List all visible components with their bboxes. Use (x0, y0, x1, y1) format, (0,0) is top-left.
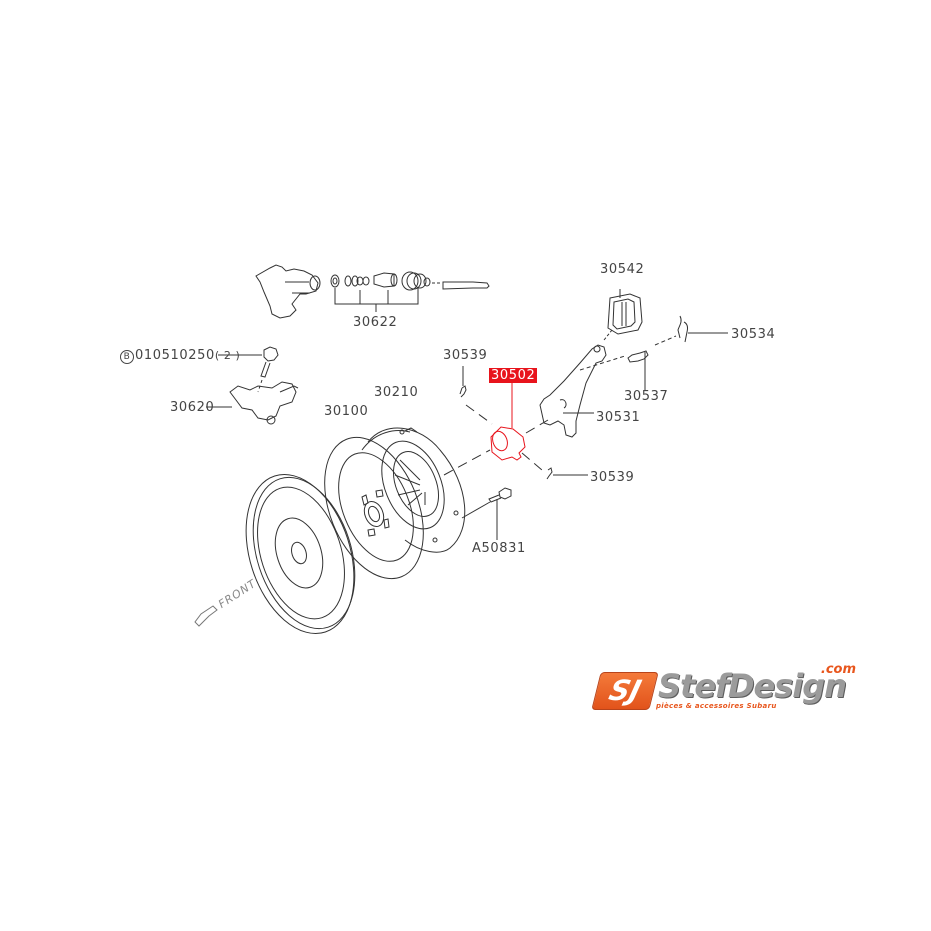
label-30100[interactable]: 30100 (324, 404, 369, 419)
label-30620[interactable]: 30620 (170, 400, 215, 415)
clutch-cover-drawing (361, 427, 466, 553)
flywheel-drawing (245, 473, 356, 635)
release-bearing-drawing (490, 377, 526, 461)
label-30539-bottom[interactable]: 30539 (590, 470, 635, 485)
label-30210[interactable]: 30210 (374, 385, 419, 400)
master-cylinder-kit-drawing (255, 264, 490, 319)
label-30622[interactable]: 30622 (353, 315, 398, 330)
pivot-and-spring-drawing (579, 315, 728, 390)
label-30502-highlighted[interactable]: 30502 (489, 368, 538, 383)
label-30537[interactable]: 30537 (624, 389, 669, 404)
label-30542[interactable]: 30542 (600, 262, 645, 277)
label-30539-top[interactable]: 30539 (443, 348, 488, 363)
clip-drawings (459, 366, 588, 480)
label-30534[interactable]: 30534 (731, 327, 776, 342)
label-30531[interactable]: 30531 (596, 410, 641, 425)
boot-drawing (603, 289, 643, 341)
release-lever-drawing (539, 344, 607, 438)
bolt-b-circle-icon: B (120, 350, 134, 364)
logo-name: StefDesign (658, 667, 847, 705)
operating-cylinder-drawing (206, 346, 299, 425)
logo-tld: .com (820, 662, 856, 677)
bearing-axis-lines (443, 404, 549, 476)
cover-bolt-drawing (461, 487, 512, 540)
front-arrow (194, 605, 218, 627)
label-A50831[interactable]: A50831 (472, 541, 526, 556)
logo-tagline: pièces & accessoires Subaru (656, 702, 777, 710)
logo-mark: SJ (591, 672, 659, 710)
clutch-disc-drawing (324, 436, 424, 580)
stefdesign-logo[interactable]: SJ StefDesign .com pièces & accessoires … (591, 662, 858, 712)
